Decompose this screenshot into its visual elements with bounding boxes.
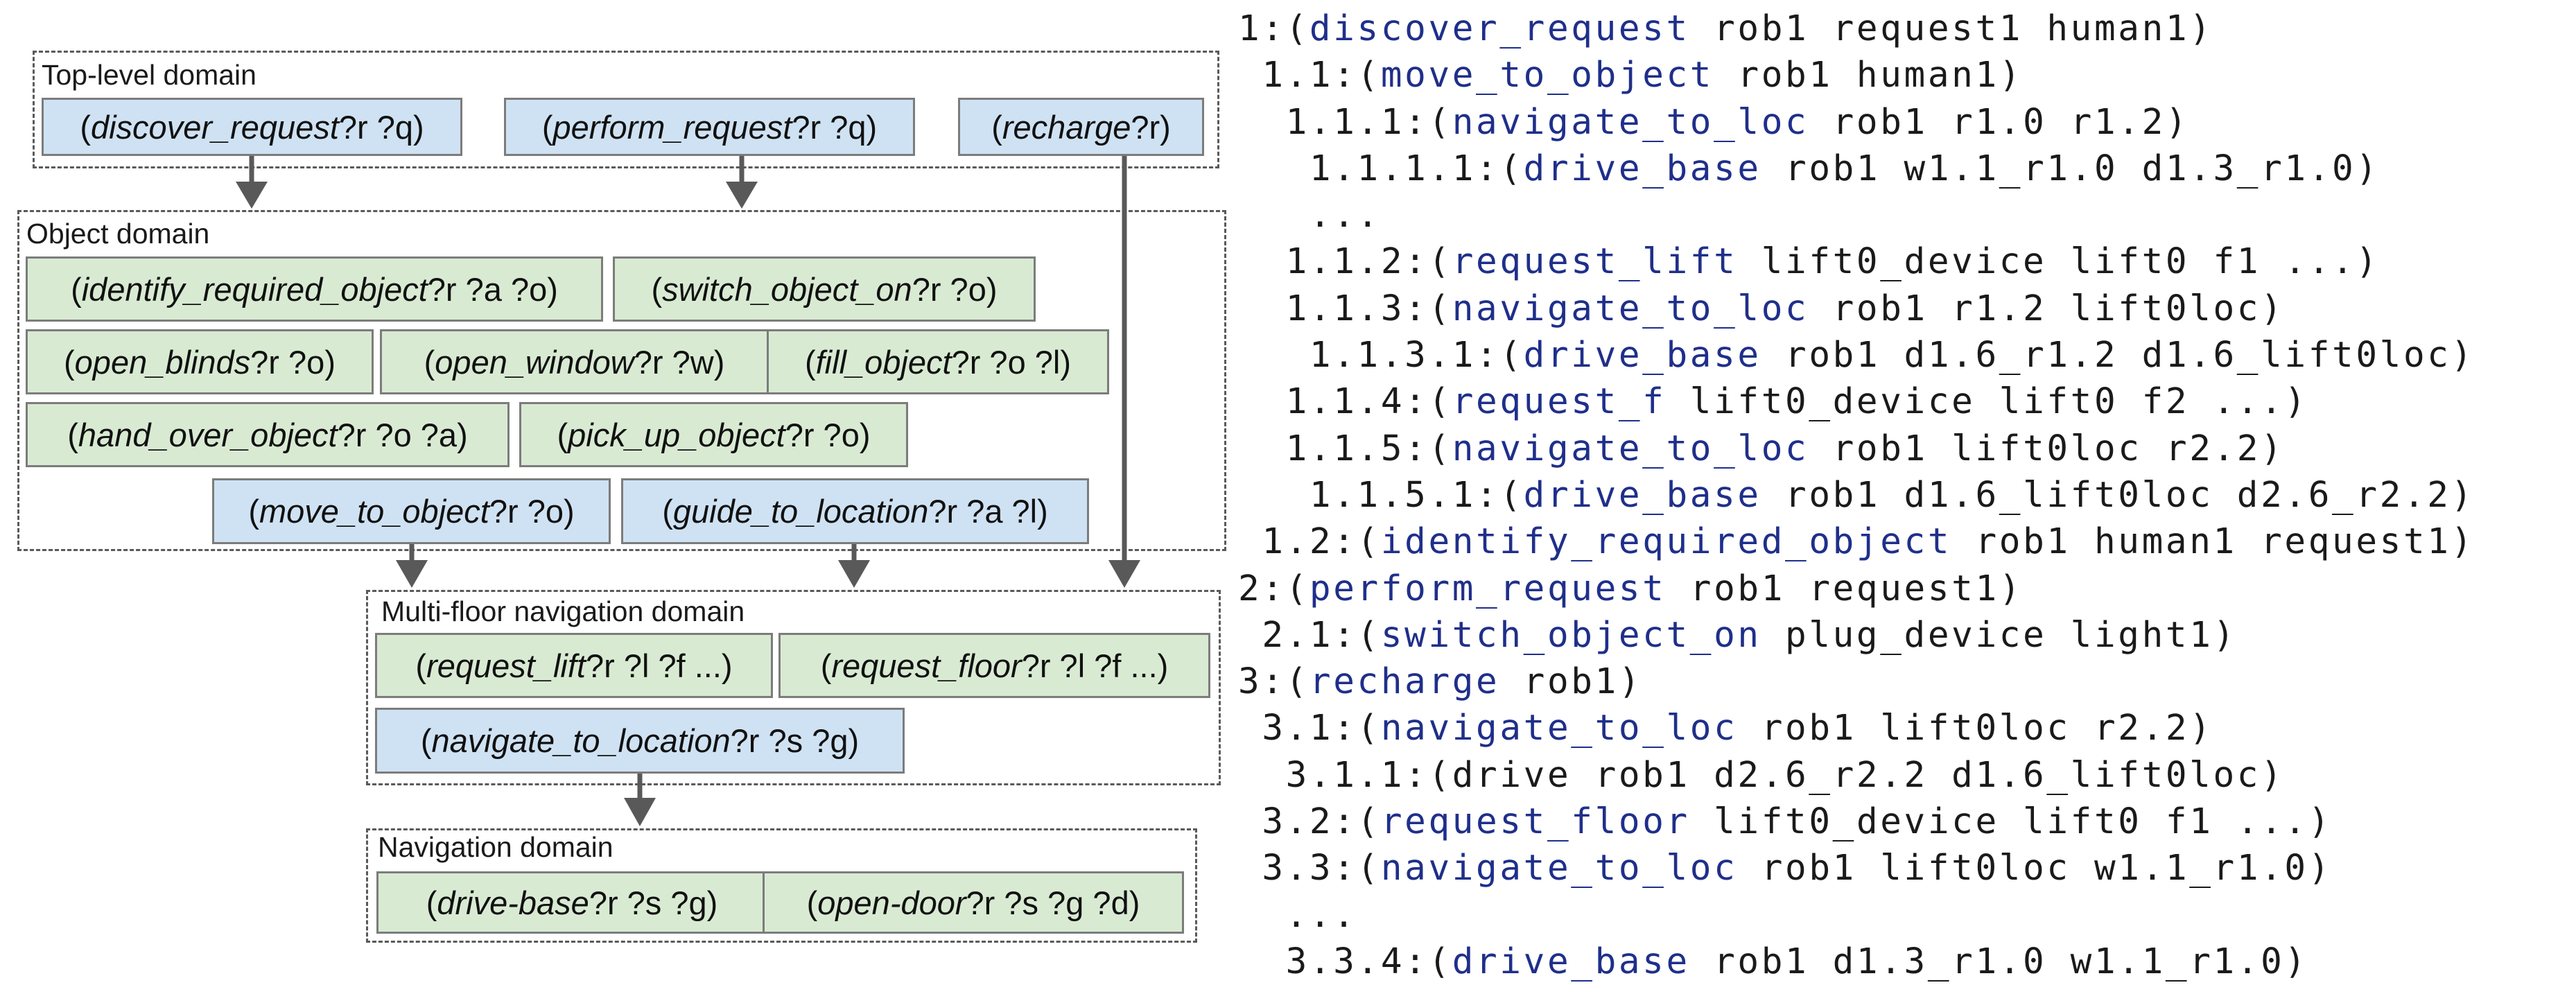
navigation-domain xyxy=(366,828,1197,943)
top-level-domain-title: Top-level domain xyxy=(42,59,256,91)
trace-line: 3.2:(request_floor lift0_device lift0 f1… xyxy=(1262,801,2333,843)
trace-line: 2.1:(switch_object_on plug_device light1… xyxy=(1262,614,2237,656)
task-params: ?r ?s ?g xyxy=(589,884,707,921)
task-params: ?r ?o xyxy=(785,416,860,453)
task-pick-up-object: (pick_up_object ?r ?o) xyxy=(519,402,908,467)
task-params: ?r ?w xyxy=(634,343,714,381)
trace-line: ... xyxy=(1285,894,1357,936)
task-move-to-object: (move_to_object ?r ?o) xyxy=(212,478,611,544)
trace-line: 1.1.5:(navigate_to_loc rob1 lift0loc r2.… xyxy=(1285,428,2285,469)
task-name: switch_object_on xyxy=(662,270,912,308)
task-name: navigate_to_location xyxy=(431,722,731,759)
task-name: discover_request xyxy=(90,108,339,146)
object-domain-title: Object domain xyxy=(26,218,210,250)
task-name: request_lift xyxy=(426,647,586,684)
task-name: drive-base xyxy=(437,884,589,921)
task-params: ?r ?a ?o xyxy=(427,270,548,308)
task-discover-request: (discover_request ?r ?q) xyxy=(42,98,462,156)
top-level-domain xyxy=(33,51,1219,168)
trace-line: 1:(discover_request rob1 request1 human1… xyxy=(1238,8,2213,49)
trace-line: 1.1.1:(navigate_to_loc rob1 r1.0 r1.2) xyxy=(1285,101,2190,143)
execution-trace: 1:(discover_request rob1 request1 human1… xyxy=(1238,6,2475,985)
trace-line: 1.1.1.1:(drive_base rob1 w1.1_r1.0 d1.3_… xyxy=(1309,148,2380,189)
task-open-window: (open_window ?r ?w) xyxy=(380,329,769,394)
trace-line: 1.1.3.1:(drive_base rob1 d1.6_r1.2 d1.6_… xyxy=(1309,335,2475,376)
task-open-door: (open-door ?r ?s ?g ?d) xyxy=(763,871,1184,934)
task-name: hand_over_object xyxy=(78,416,338,453)
task-name: guide_to_location xyxy=(672,493,929,530)
trace-line: 1.2:(identify_required_object rob1 human… xyxy=(1262,521,2475,563)
task-params: ?r ?s ?g ?d xyxy=(966,884,1129,921)
task-name: request_floor xyxy=(831,647,1022,684)
task-name: move_to_object xyxy=(259,493,489,530)
task-request-floor: (request_floor ?r ?l ?f ...) xyxy=(778,633,1210,698)
task-switch-object-on: (switch_object_on ?r ?o) xyxy=(613,256,1036,322)
task-name: open_blinds xyxy=(74,343,251,381)
navigation-domain-title: Navigation domain xyxy=(378,831,613,863)
task-name: recharge xyxy=(1002,108,1131,146)
task-params: ?r ?o ?a xyxy=(337,416,458,453)
trace-line: 3.1.1:(drive rob1 d2.6_r2.2 d1.6_lift0lo… xyxy=(1285,754,2285,796)
trace-line: 1.1.5.1:(drive_base rob1 d1.6_lift0loc d… xyxy=(1309,474,2475,516)
arrow-top-to-object-left-head xyxy=(236,182,268,209)
task-params: ?r ?o xyxy=(250,343,325,381)
task-drive-base: (drive-base ?r ?s ?g) xyxy=(376,871,767,934)
task-name: identify_required_object xyxy=(81,270,428,308)
arrow-top-to-object-right-head xyxy=(726,182,758,209)
trace-line: 1.1.3:(navigate_to_loc rob1 r1.2 lift0lo… xyxy=(1285,288,2285,329)
task-fill-object: (fill_object ?r ?o ?l) xyxy=(767,329,1109,394)
arrow-guide-to-location-to-multifloor-head xyxy=(838,560,870,588)
object-domain xyxy=(17,210,1226,551)
trace-line: ... xyxy=(1309,195,1381,236)
task-params: ?r ?o xyxy=(912,270,986,308)
trace-line: 3:(recharge rob1) xyxy=(1238,661,1643,703)
task-name: perform_request xyxy=(552,108,792,146)
task-name: open-door xyxy=(817,884,966,921)
task-request-lift: (request_lift ?r ?l ?f ...) xyxy=(375,633,773,698)
task-params: ?r ?q xyxy=(338,108,414,146)
task-name: open_window xyxy=(435,343,634,381)
task-params: ?r ?a ?l xyxy=(928,493,1038,530)
trace-line: 2:(perform_request rob1 request1) xyxy=(1238,568,2024,609)
task-params: ?r ?o xyxy=(489,493,564,530)
multi-floor-navigation-domain-title: Multi-floor navigation domain xyxy=(381,595,745,627)
task-params: ?r ?l ?f ... xyxy=(585,647,722,684)
arrow-recharge-to-multifloor-head xyxy=(1108,560,1140,588)
trace-line: 3.3.4:(drive_base rob1 d1.3_r1.0 w1.1_r1… xyxy=(1285,941,2308,982)
task-name: pick_up_object xyxy=(568,416,785,453)
task-name: fill_object xyxy=(815,343,952,381)
task-recharge: (recharge ?r) xyxy=(958,98,1204,156)
multi-floor-navigation-domain xyxy=(366,590,1221,785)
task-identify-required-object: (identify_required_object ?r ?a ?o) xyxy=(26,256,603,322)
task-params: ?r ?l ?f ... xyxy=(1021,647,1158,684)
task-params: ?r ?q xyxy=(792,108,867,146)
trace-line: 3.3:(navigate_to_loc rob1 lift0loc w1.1_… xyxy=(1262,848,2333,889)
task-hand-over-object: (hand_over_object ?r ?o ?a) xyxy=(26,402,510,467)
task-guide-to-location: (guide_to_location ?r ?a ?l) xyxy=(621,478,1089,544)
trace-line: 3.1:(navigate_to_loc rob1 lift0loc r2.2) xyxy=(1262,708,2213,749)
trace-line: 1.1:(move_to_object rob1 human1) xyxy=(1262,55,2024,96)
task-params: ?r ?o ?l xyxy=(951,343,1061,381)
task-navigate-to-location: (navigate_to_location ?r ?s ?g) xyxy=(375,708,905,774)
task-open-blinds: (open_blinds ?r ?o) xyxy=(26,329,374,394)
task-params: ?r ?s ?g xyxy=(730,722,848,759)
task-params: ?r xyxy=(1131,108,1160,146)
arrow-move-to-object-to-multifloor-head xyxy=(396,560,428,588)
task-perform-request: (perform_request ?r ?q) xyxy=(504,98,915,156)
trace-line: 1.1.2:(request_lift lift0_device lift0 f… xyxy=(1285,241,2380,283)
trace-line: 1.1.4:(request_f lift0_device lift0 f2 .… xyxy=(1285,381,2308,423)
arrow-navigate-to-navigation-head xyxy=(624,798,656,826)
